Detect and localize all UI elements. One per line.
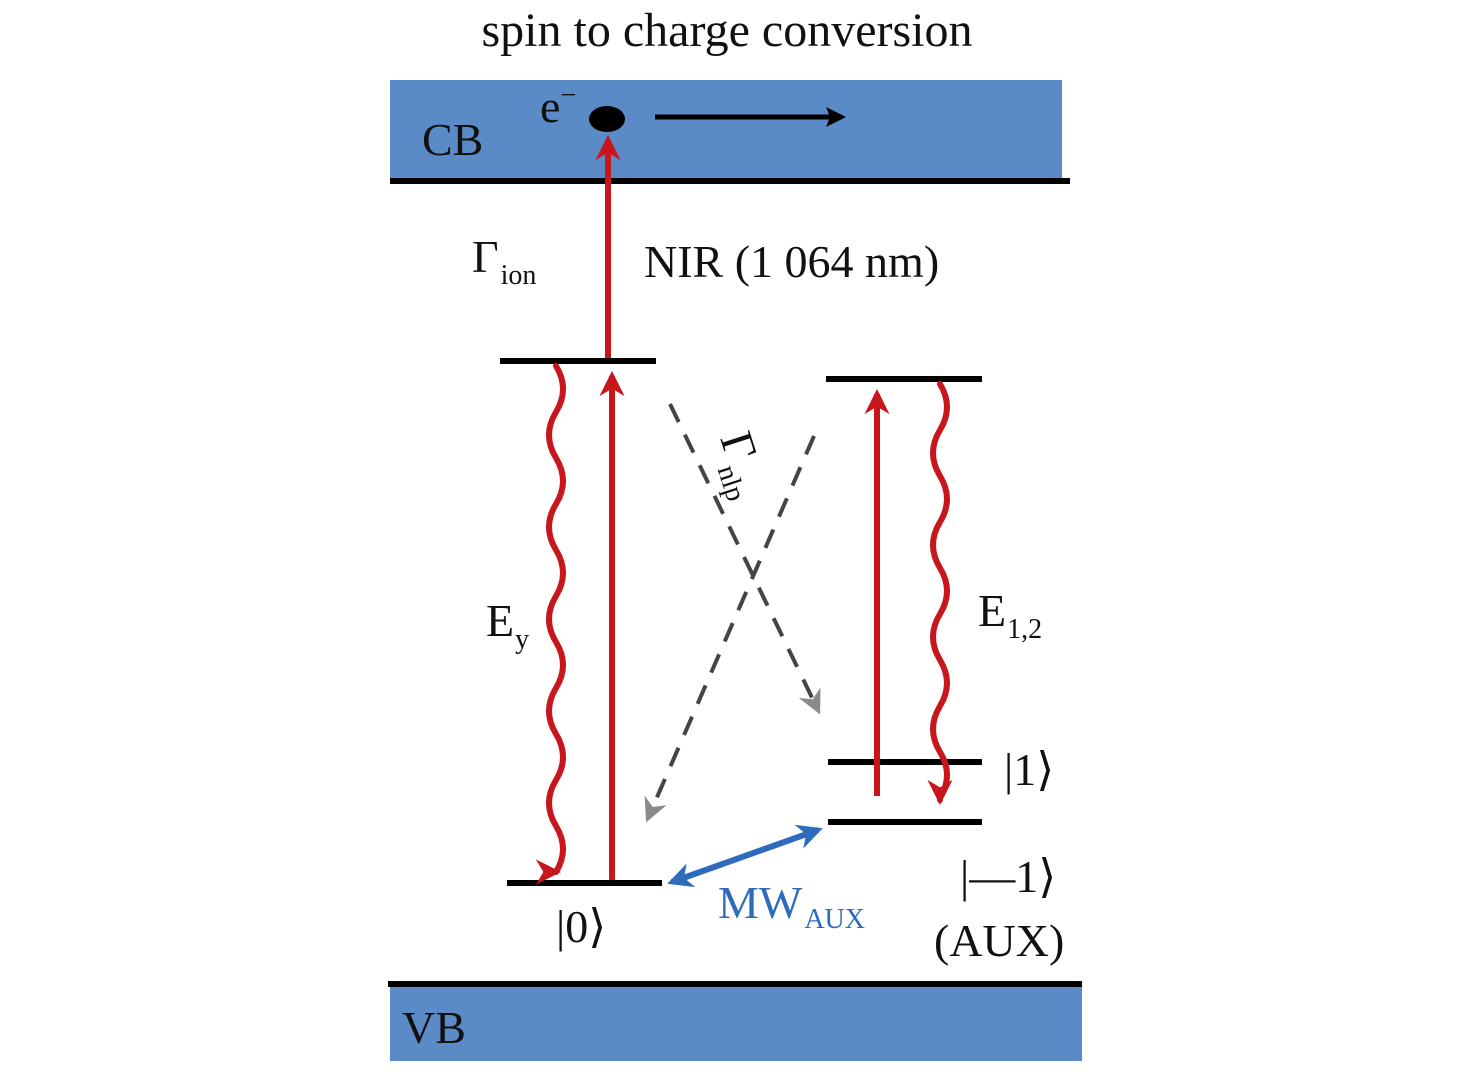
electron-dot [589,106,625,132]
vb-label: VB [402,1002,466,1053]
nonradiative-path-to-plus1 [668,403,821,715]
ms-plus1-label: |1⟩ [1004,744,1054,795]
nonradiative-path-to-zero [644,435,816,823]
mw-aux-label: MWAUX [718,877,865,935]
e12-emission-wave [927,381,953,806]
ms-minus1-label: |—1⟩ [960,851,1056,902]
ms-minus1-aux-note: (AUX) [934,915,1064,966]
cb-label: CB [422,114,483,165]
gamma-ion-label: Γion [472,231,536,291]
electron-label: e− [540,80,576,132]
microwave-aux-arrow [667,824,823,888]
diagram-title: spin to charge conversion [482,4,973,57]
valence-band [390,987,1082,1061]
gamma-nlp-label: Γnlp [702,425,779,505]
ey-emission-wave [546,363,578,877]
ms0-label: |0⟩ [556,901,606,952]
nir-laser-label: NIR (1 064 nm) [644,236,939,287]
ey-label: Ey [486,595,529,655]
gamma-nlp-label-group: Γnlp [702,425,779,505]
conduction-band [390,80,1062,180]
e12-label: E1,2 [978,585,1042,645]
